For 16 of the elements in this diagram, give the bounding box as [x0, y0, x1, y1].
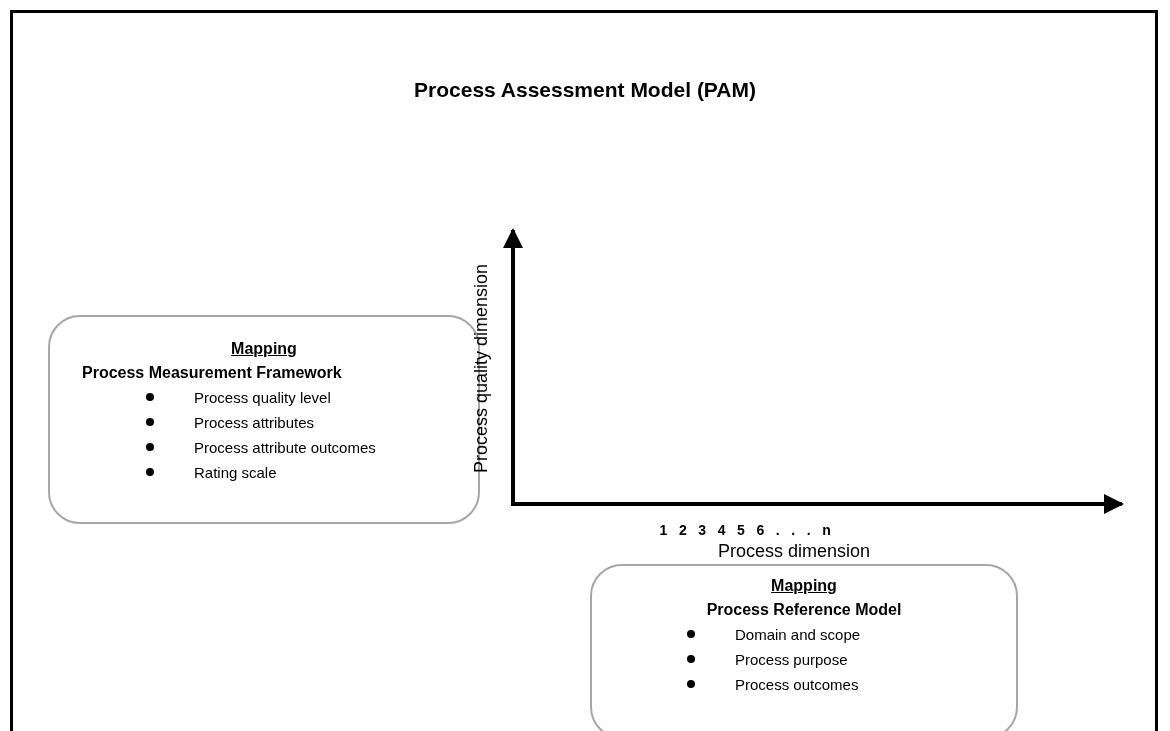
diagram-title: Process Assessment Model (PAM): [413, 78, 757, 102]
tick-labels: 1 2 3 4 5 6 . . . n: [659, 522, 831, 538]
bullet-text: Process attribute outcomes: [194, 438, 376, 458]
box-heading: Mapping: [770, 576, 838, 596]
rounded-box: [590, 564, 1018, 731]
axis-label: Process quality dimension: [470, 263, 492, 473]
bullet-text: Rating scale: [194, 463, 277, 483]
bullet-text: Domain and scope: [735, 625, 861, 645]
bullet-text: Process purpose: [735, 650, 848, 670]
axis-label: Process dimension: [718, 540, 871, 562]
bullet-text: Process attributes: [194, 413, 315, 433]
box-subheading: Process Measurement Framework: [81, 363, 343, 383]
box-heading: Mapping: [230, 339, 298, 359]
bullet-text: Process outcomes: [735, 675, 859, 695]
box-subheading: Process Reference Model: [705, 600, 903, 620]
bullet-text: Process quality level: [194, 388, 331, 408]
